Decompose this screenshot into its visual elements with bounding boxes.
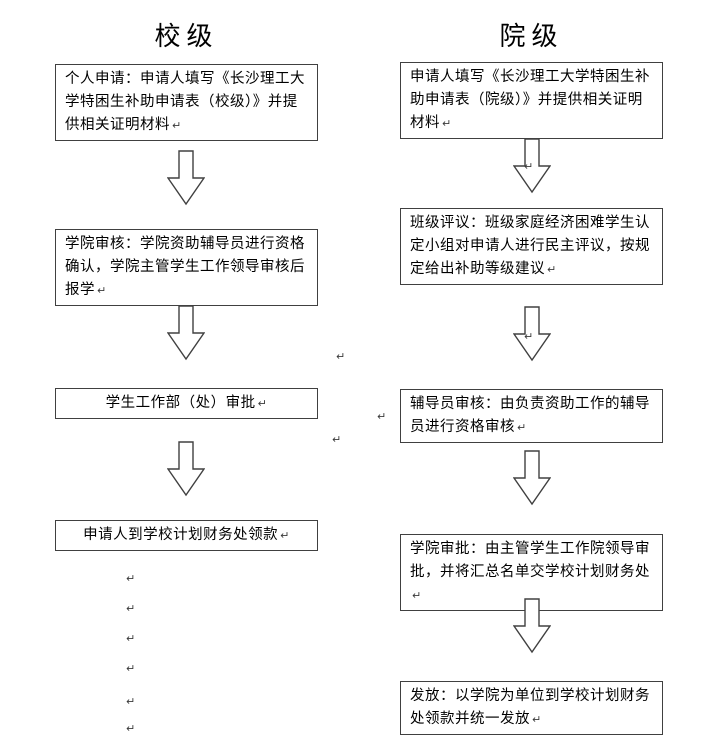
paragraph-mark-icon: ↵ [442, 117, 452, 130]
paragraph-mark-icon: ↵ [126, 662, 136, 675]
down-arrow [512, 138, 552, 194]
flow-box-text: 申请人到学校计划财务处领款 [83, 527, 279, 543]
paragraph-mark-icon: ↵ [332, 433, 342, 446]
down-arrow [166, 441, 206, 497]
flow-box-student-affairs-approval: 学生工作部（处）审批↵ [55, 388, 318, 419]
flow-box-text: 学院审批：由主管学生工作院领导审批，并将汇总名单交学校计划财务处 [410, 541, 650, 580]
flow-box-personal-application: 个人申请：申请人填写《长沙理工大学特困生补助申请表（校级）》并提供相关证明材料↵ [55, 64, 318, 141]
paragraph-mark-icon: ↵ [126, 632, 136, 645]
flow-box-collect-funds: 申请人到学校计划财务处领款↵ [55, 520, 318, 551]
flow-box-text: 发放：以学院为单位到学校计划财务处领款并统一发放 [410, 688, 650, 727]
flow-box-college-review: 学院审核：学院资助辅导员进行资格确认，学院主管学生工作领导审核后报学↵ [55, 229, 318, 306]
paragraph-mark-icon: ↵ [336, 350, 346, 363]
paragraph-mark-icon: ↵ [412, 589, 422, 602]
down-arrow [166, 305, 206, 361]
flow-box-counselor-review: 辅导员审核：由负责资助工作的辅导员进行资格审核↵ [400, 389, 663, 443]
paragraph-mark-icon: ↵ [126, 695, 136, 708]
paragraph-mark-icon: ↵ [547, 263, 557, 276]
paragraph-mark-icon: ↵ [172, 119, 182, 132]
paragraph-mark-icon: ↵ [280, 529, 290, 542]
paragraph-mark-icon: ↵ [97, 284, 107, 297]
paragraph-mark-icon: ↵ [126, 722, 136, 735]
left-column-title: 校级 [154, 22, 219, 51]
paragraph-mark-icon: ↵ [532, 713, 542, 726]
down-arrow [166, 150, 206, 206]
flow-box-text: 学生工作部（处）审批 [105, 395, 256, 411]
down-arrow [512, 450, 552, 506]
down-arrow [512, 598, 552, 654]
paragraph-mark-icon: ↵ [524, 330, 534, 343]
flow-box-distribution: 发放：以学院为单位到学校计划财务处领款并统一发放↵ [400, 681, 663, 735]
paragraph-mark-icon: ↵ [517, 421, 527, 434]
flow-box-text: 个人申请：申请人填写《长沙理工大学特困生补助申请表（校级）》并提供相关证明材料 [65, 71, 305, 133]
down-arrow [512, 306, 552, 362]
flow-box-class-appraisal: 班级评议：班级家庭经济困难学生认定小组对申请人进行民主评议，按规定给出补助等级建… [400, 208, 663, 285]
paragraph-mark-icon: ↵ [377, 410, 387, 423]
paragraph-mark-icon: ↵ [524, 160, 534, 173]
right-column-title: 院级 [499, 22, 564, 51]
flow-box-text: 学院审核：学院资助辅导员进行资格确认，学院主管学生工作领导审核后报学 [65, 236, 305, 298]
paragraph-mark-icon: ↵ [126, 572, 136, 585]
flow-box-text: 申请人填写《长沙理工大学特困生补助申请表（院级）》并提供相关证明材料 [410, 69, 650, 131]
paragraph-mark-icon: ↵ [257, 397, 268, 410]
paragraph-mark-icon: ↵ [126, 602, 136, 615]
flow-box-college-approval: 学院审批：由主管学生工作院领导审批，并将汇总名单交学校计划财务处 ↵ [400, 534, 663, 611]
flow-box-text: 辅导员审核：由负责资助工作的辅导员进行资格审核 [410, 396, 650, 435]
flow-box-application-form: 申请人填写《长沙理工大学特困生补助申请表（院级）》并提供相关证明材料↵ [400, 62, 663, 139]
flow-box-text: 班级评议：班级家庭经济困难学生认定小组对申请人进行民主评议，按规定给出补助等级建… [410, 215, 650, 277]
